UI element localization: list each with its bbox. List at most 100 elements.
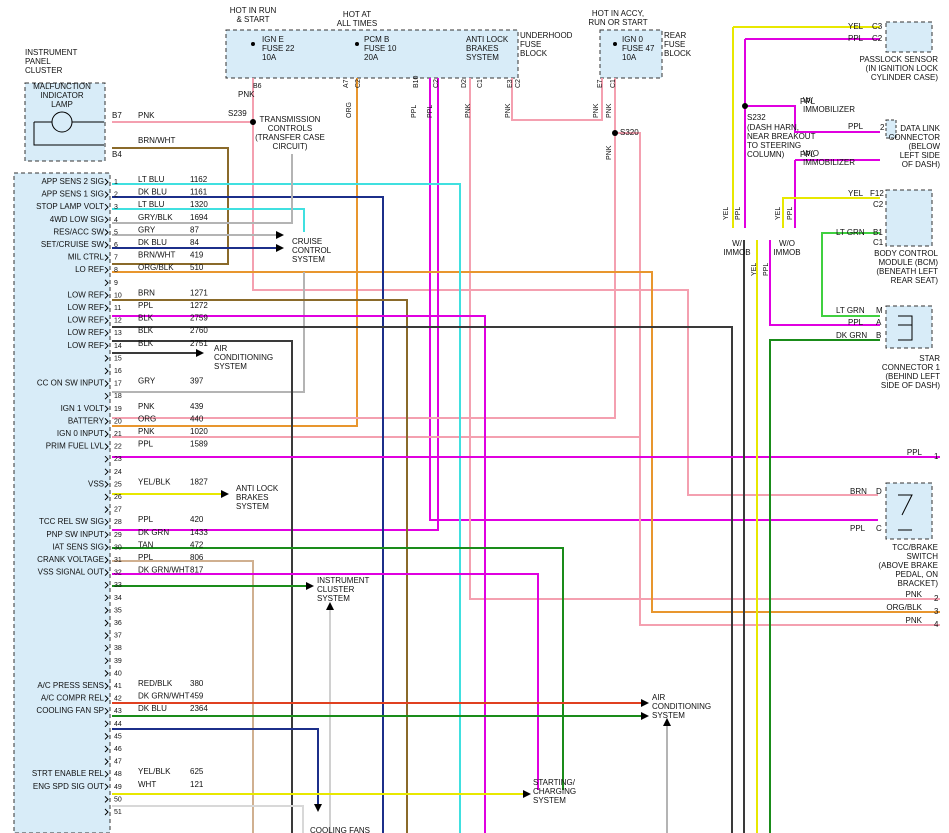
wire-label-ppl: PPL xyxy=(800,150,816,159)
offpage-number: 3 xyxy=(934,607,939,616)
cruise-control-label: SYSTEM xyxy=(292,255,325,264)
pcm-pin-circuit: 2760 xyxy=(190,326,208,335)
splice-s232-dot xyxy=(742,103,748,109)
pcm-pin-number: 29 xyxy=(114,532,122,539)
wire-label-brn: BRN xyxy=(850,487,867,496)
offpage-wire-color: ORG/BLK xyxy=(886,603,922,612)
pcm-pin-wire-color: WHT xyxy=(138,780,156,789)
pcm-pin-terminal xyxy=(104,518,109,526)
bcm-pin-c1: C1 xyxy=(873,238,884,247)
wire-color-label: PPL xyxy=(735,207,742,220)
pcm-pin-wire-color: PNK xyxy=(138,402,155,411)
wire-color-label: PNK xyxy=(505,103,512,118)
fuse-ign-0-label: IGN 0 xyxy=(622,35,643,44)
wire-color-label: ORG xyxy=(346,102,353,118)
pcm-pin-name: CC ON SW INPUT xyxy=(37,379,104,388)
wire-pnk-e3 xyxy=(511,78,603,121)
fuse-pcm-b-label: FUSE 10 xyxy=(364,44,397,53)
fuse-ign-e-label: 10A xyxy=(262,53,277,62)
wire-lt-grn-bcm xyxy=(821,232,880,317)
bcm-pin-c2: C2 xyxy=(873,200,884,209)
air-conditioning-label: CONDITIONING xyxy=(652,702,711,711)
pcm-pin-wire-color: DK BLU xyxy=(138,188,167,197)
pcm-pin-name: VSS xyxy=(88,479,104,488)
pcm-pin-number: 21 xyxy=(114,431,122,438)
pcm-pin-wire-color: YEL/BLK xyxy=(138,767,171,776)
w-immobilizer-label: IMMOBILIZER xyxy=(803,105,855,114)
fuse-dot-ign-e xyxy=(251,42,255,46)
pcm-pin-name: LOW REF xyxy=(68,316,105,325)
ipc-title: CLUSTER xyxy=(25,66,63,75)
pcm-pin-name: CRANK VOLTAGE xyxy=(37,555,104,564)
pcm-pin-circuit: 87 xyxy=(190,225,199,234)
pcm-pin-terminal xyxy=(104,443,109,450)
pcm-pin-circuit: 1320 xyxy=(190,200,208,209)
offpage-wire-color: PNK xyxy=(906,616,923,625)
pcm-pin-number: 8 xyxy=(114,267,118,274)
pcm-pin-terminal xyxy=(104,720,109,728)
tcc-brake-switch-label: (ABOVE BRAKE xyxy=(878,561,938,570)
offpage-wire-color: PPL xyxy=(907,448,923,457)
pcm-pin-name: PRIM FUEL LVL xyxy=(46,442,105,451)
data-link-connector-label: OF DASH) xyxy=(902,160,941,169)
anti-lock-brakes-label: BRAKES xyxy=(466,44,498,53)
data-link-connector xyxy=(885,119,897,139)
fuse-ign-0-label: 10A xyxy=(622,53,637,62)
body-control-module-label: REAR SEAT) xyxy=(891,276,939,285)
pcm-pin-wire-color: PPL xyxy=(138,515,154,524)
pcm-pin-number: 24 xyxy=(114,469,122,476)
wire-gry-4 xyxy=(112,154,293,224)
hot-in-accy-label: HOT IN ACCY, xyxy=(592,9,644,18)
pcm-pin-terminal xyxy=(104,745,109,753)
pcm-pin-terminal xyxy=(104,292,109,299)
underhood-pin-label: B6 xyxy=(253,83,262,90)
passlock-sensor-label: CYLINDER CASE) xyxy=(871,73,938,82)
wire-label-yel: YEL xyxy=(848,189,864,198)
mil-lamp-label: LAMP xyxy=(51,100,73,109)
pcm-pin-wire-color: DK BLU xyxy=(138,238,167,247)
wo-immob-label: W/O xyxy=(779,239,795,248)
pcm-pin-name: LOW REF xyxy=(68,328,105,337)
wo-immob-label: IMMOB xyxy=(773,248,800,257)
pcm-pin-wire-color: RED/BLK xyxy=(138,679,173,688)
ipc-pin-b4: B4 xyxy=(112,150,122,159)
pcm-pin-terminal xyxy=(104,670,109,677)
splice-s232-label: S232 xyxy=(747,113,766,122)
pcm-pin-number: 5 xyxy=(114,229,118,236)
passlock-pin-c2: C2 xyxy=(872,34,883,43)
mil-lamp-label: MALFUNCTION xyxy=(33,82,91,91)
wire-lt-blu-1 xyxy=(112,183,461,833)
hot-in-run-start-label: HOT IN RUN xyxy=(230,6,277,15)
pcm-pin-wire-color: BLK xyxy=(138,314,154,323)
pcm-pin-number: 34 xyxy=(114,595,122,602)
pcm-pin-wire-color: PPL xyxy=(138,301,154,310)
wire-ppl-passlock xyxy=(744,38,880,228)
pcm-pin-name: BATTERY xyxy=(68,416,105,425)
wire-ppl-abs-2 xyxy=(112,78,439,531)
wire-color-label: PPL xyxy=(411,105,418,118)
splice-s320-label: S320 xyxy=(620,128,639,137)
underhood-pin-label: C2 xyxy=(515,79,522,88)
pcm-pin-number: 35 xyxy=(114,607,122,614)
rear-fuse-block xyxy=(599,29,663,79)
pcm-pin-terminal xyxy=(104,216,109,224)
pcm-pin-circuit: 1694 xyxy=(190,213,208,222)
body-control-module-label: (BENEATH LEFT xyxy=(876,267,938,276)
pcm-pin-terminal xyxy=(104,594,109,602)
pcm-pin-terminal xyxy=(104,266,109,274)
pcm-pin-terminal xyxy=(104,682,109,690)
star-connector-label: STAR xyxy=(919,354,940,363)
pcm-pin-circuit: 459 xyxy=(190,692,204,701)
pcm-pin-name: COOLING FAN SP xyxy=(36,706,104,715)
pcm-pin-name: VSS SIGNAL OUT xyxy=(38,568,105,577)
pcm-pin-number: 41 xyxy=(114,683,122,690)
pcm-pin-terminal xyxy=(104,531,109,539)
rear-fuse-pin-label: C1 xyxy=(610,79,617,88)
pcm-pin-name: 4WD LOW SIG xyxy=(50,215,104,224)
pcm-pin-terminal xyxy=(104,178,109,186)
cooling-fans-label: COOLING FANS xyxy=(310,826,370,833)
pcm-connector xyxy=(13,172,111,833)
wire-brn-wht-mil xyxy=(112,147,229,265)
pcm-pin-terminal xyxy=(104,796,109,803)
wire-color-label: YEL xyxy=(723,207,730,220)
